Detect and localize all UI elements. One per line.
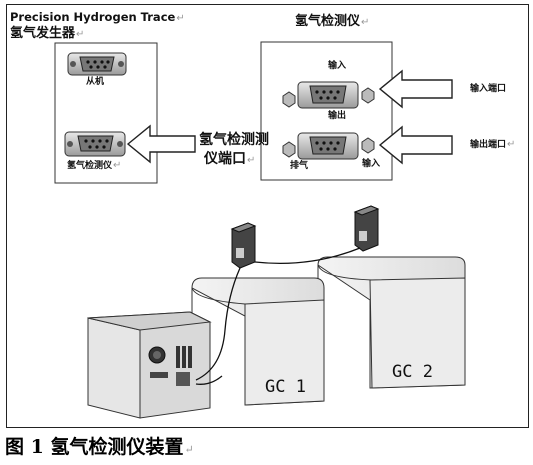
center-label-line2: 仪端口↵	[204, 151, 256, 167]
detector-title: 氢气检测仪↵	[295, 14, 370, 29]
generator-unit	[87, 311, 212, 419]
edit-mark: ↵	[184, 443, 194, 456]
detector-bottom-connector-icon	[282, 132, 375, 160]
generator-title-line2: 氢气发生器	[10, 26, 76, 41]
center-label-line1: 氢气检测测	[199, 132, 269, 148]
generator-bottom-connector-icon	[64, 131, 126, 157]
edit-mark: ↵	[361, 17, 370, 28]
generator-port-slave: 从机	[86, 77, 105, 87]
cable-3	[195, 375, 223, 385]
gc1-label: GC 1	[265, 377, 306, 397]
output-port-label: 输出端口↵	[470, 139, 515, 151]
gc2-box	[317, 256, 466, 389]
center-label-line2-text: 仪端口	[204, 151, 246, 167]
caption-number: 1	[30, 436, 44, 458]
generator-title: Precision Hydrogen Trace↵	[10, 11, 185, 24]
detector-top-connector-icon	[282, 81, 375, 109]
caption-prefix: 图	[5, 436, 25, 458]
edit-mark: ↵	[76, 29, 85, 40]
gc2-label: GC 2	[392, 362, 433, 382]
edit-mark: ↵	[507, 139, 516, 150]
generator-title-cn: 氢气发生器↵	[10, 26, 85, 41]
generator-port-detector-text: 氢气检测仪	[67, 161, 113, 171]
cable-1	[195, 267, 241, 381]
caption-text: 氢气检测仪装置	[50, 436, 184, 458]
center-arrow-icon	[126, 124, 196, 164]
edit-mark: ↵	[247, 155, 256, 166]
detector-bottom-arrow-icon	[378, 125, 453, 165]
detector-bottom-input-label: 输入	[362, 159, 381, 169]
detector-exhaust-label: 排气	[290, 161, 309, 171]
gc1-box	[191, 277, 325, 406]
cable-2	[254, 247, 361, 264]
output-port-label-text: 输出端口	[470, 140, 507, 150]
input-port-label: 输入端口	[470, 84, 507, 94]
detector-top-arrow-icon	[378, 69, 453, 109]
figure-caption: 图 1 氢气检测仪装置↵	[5, 432, 194, 459]
figure-frame	[6, 4, 529, 428]
detector-title-text: 氢气检测仪	[295, 14, 361, 29]
detector-module-1	[230, 222, 257, 269]
generator-top-connector-icon	[67, 52, 127, 76]
edit-mark: ↵	[176, 13, 185, 24]
generator-title-line1: Precision Hydrogen Trace	[10, 10, 176, 24]
generator-port-detector: 氢气检测仪↵	[67, 160, 121, 172]
edit-mark: ↵	[113, 160, 122, 171]
detector-module-2	[353, 205, 380, 252]
detector-top-input-label: 输入	[328, 61, 347, 71]
detector-top-output-label: 输出	[328, 111, 347, 121]
